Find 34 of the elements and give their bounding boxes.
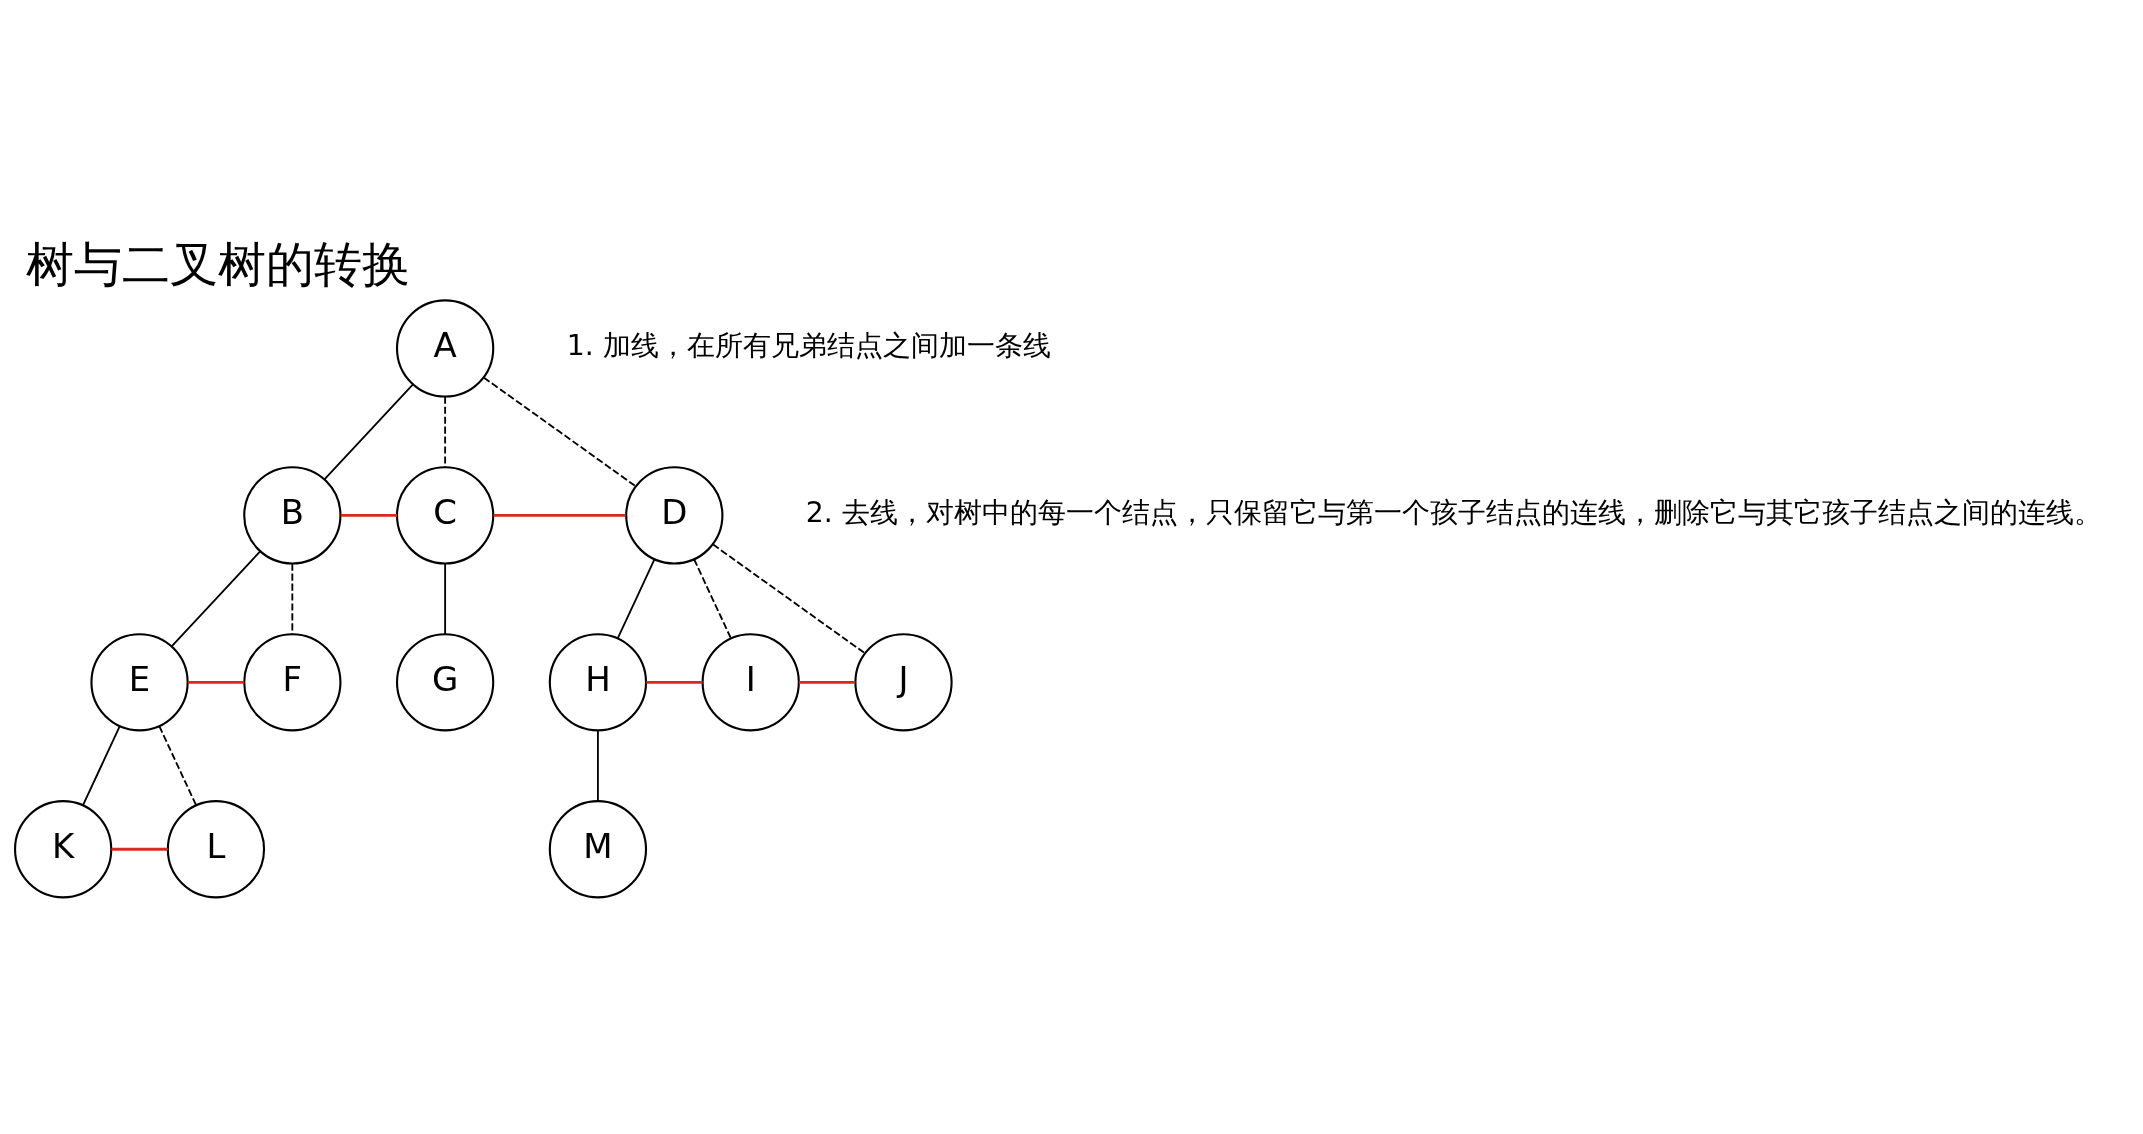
label: 2. 去线，对树中的每一个结点，只保留它与第一个孩子结点的连线，删除它与其它孩子结点之间的连线。 [805,496,2102,530]
node-circle: G [395,633,495,732]
node-circle: D [625,466,724,565]
node-circle: E [90,633,189,732]
connector [493,513,626,517]
connector [340,513,397,517]
connector [799,680,856,684]
connector [444,395,447,468]
node-circle: L [166,800,266,899]
node-circle: H [548,633,648,732]
node-circle: A [395,299,495,398]
connector [693,558,732,640]
connector [291,562,294,635]
connector [616,558,656,640]
node-circle: M [548,800,648,899]
node-circle: K [14,800,113,899]
connector [646,680,703,684]
connector [597,729,599,802]
connector [323,383,414,481]
node-circle: J [854,633,953,732]
connector [187,680,245,684]
node-circle: F [243,633,342,732]
node-circle: I [701,633,800,732]
connector [483,376,637,488]
node-circle: C [395,466,495,565]
connector [82,725,121,807]
diagram-title: 树与二叉树的转换 [26,235,411,292]
connector [171,550,261,648]
node-circle: B [243,466,342,565]
connector [111,847,168,851]
connector [158,725,198,807]
label: 1. 加线，在所有兄弟结点之间加一条线 [566,329,1051,363]
connector [444,562,447,635]
connector [712,543,866,655]
